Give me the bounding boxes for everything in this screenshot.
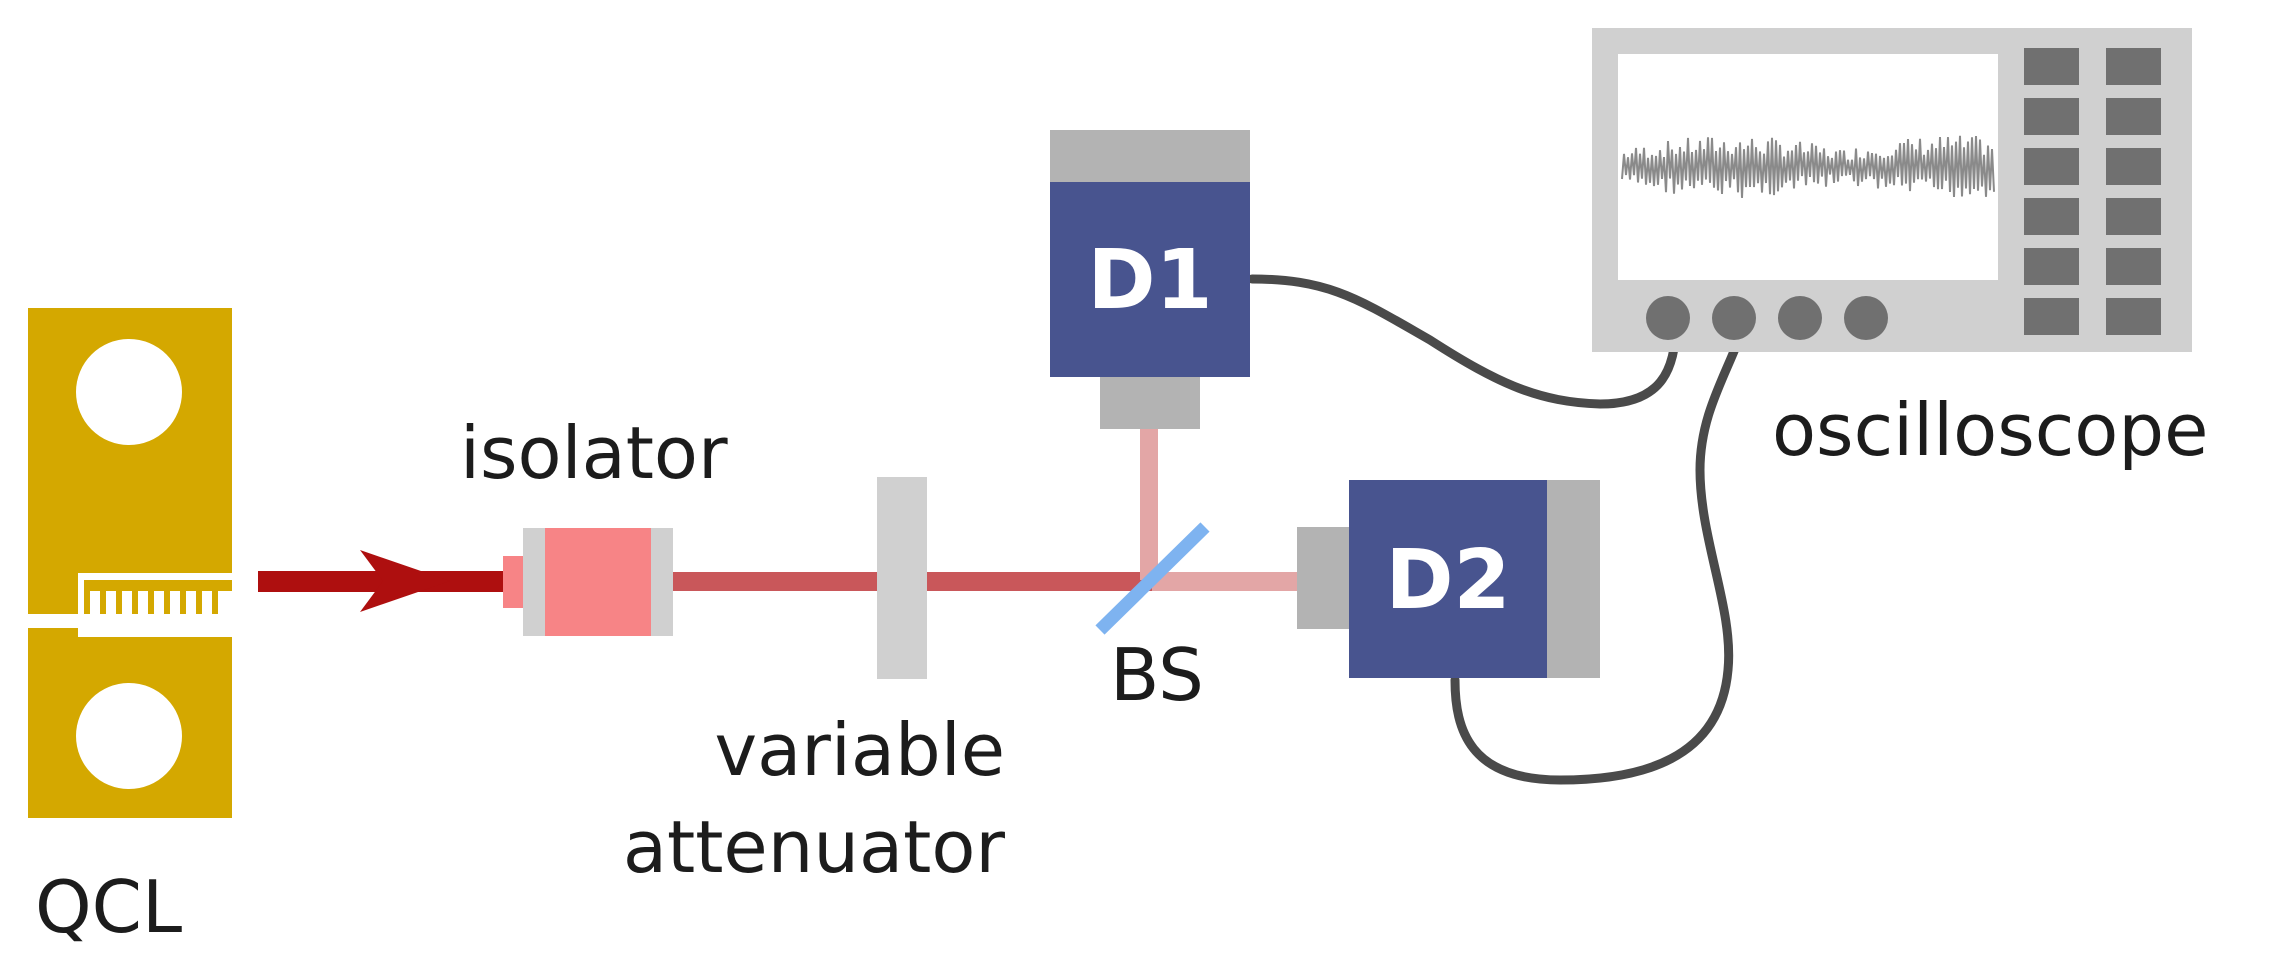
laser-output-beam <box>258 550 508 612</box>
scope-input-knobs <box>1646 296 1888 340</box>
beam-to-d2 <box>1152 572 1302 591</box>
beamsplitter-label: BS <box>1110 633 1204 717</box>
oscilloscope-label: oscilloscope <box>1772 388 2208 472</box>
attenuator-plate-icon <box>877 477 927 679</box>
detector2-label: D2 <box>1385 533 1510 628</box>
beam-after-attenuator <box>920 572 1152 591</box>
qcl-mount-icon <box>28 308 232 818</box>
isolator-icon <box>503 528 673 636</box>
detector-d2: D2 <box>1297 480 1600 678</box>
d2-to-scope-cable <box>1450 317 1750 785</box>
isolator-label: isolator <box>460 411 728 495</box>
scope-waveform <box>1621 135 1995 198</box>
attenuator-label-line1: variable <box>715 708 1005 792</box>
qcl-label: QCL <box>35 865 182 949</box>
beamsplitter-icon <box>1095 522 1210 635</box>
beam-after-isolator <box>650 572 890 591</box>
attenuator-label-line2: attenuator <box>623 805 1006 889</box>
detector-d1: D1 <box>1050 130 1250 429</box>
detector1-label: D1 <box>1087 233 1212 328</box>
scope-buttons <box>2024 48 2161 335</box>
beam-to-d1 <box>1140 425 1158 580</box>
d1-to-scope-cable <box>1247 274 1681 409</box>
oscilloscope-icon <box>1592 28 2192 352</box>
